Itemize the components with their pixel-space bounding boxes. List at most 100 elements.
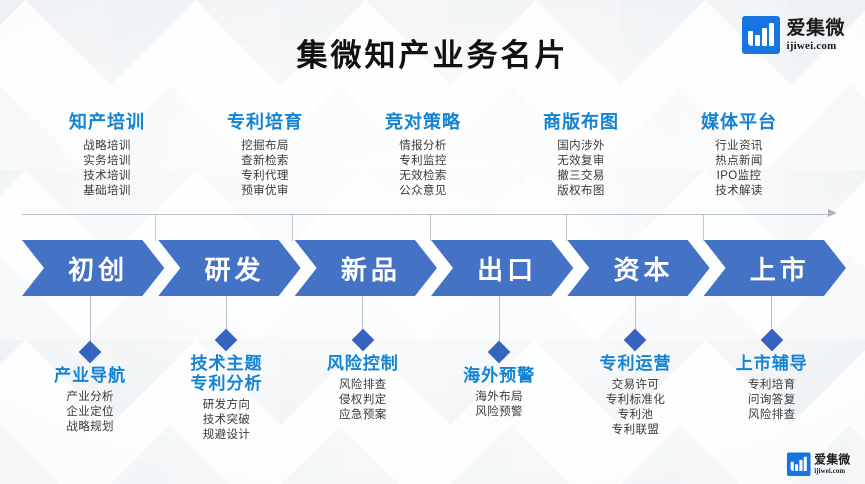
- timeline-tick-5: [703, 215, 704, 241]
- bottom-cluster-item: 海外布局: [475, 391, 523, 403]
- bottom-cluster-title: 风险控制: [326, 354, 399, 373]
- timeline-tick-4: [566, 215, 567, 241]
- top-cluster-item: 战略培训: [83, 140, 131, 152]
- stage-label: 上市: [749, 254, 810, 285]
- bottom-cluster-item: 研发方向: [202, 399, 251, 411]
- stage-chevron-2[interactable]: 研发: [158, 240, 300, 296]
- ijiwei-bar-logo-icon: [787, 452, 812, 476]
- top-cluster-item: 无效检索: [399, 170, 447, 182]
- bottom-cluster-item: 专利培育: [748, 379, 796, 391]
- stage-chevron-6[interactable]: 上市: [704, 240, 846, 296]
- diamond-marker-icon: [351, 328, 375, 352]
- top-cluster-item: IPO监控: [716, 170, 762, 182]
- top-cluster-title: 知产培训: [69, 112, 145, 132]
- bottom-cluster-item: 专利池: [617, 409, 654, 421]
- stage-chevron-1[interactable]: 初创: [22, 240, 164, 296]
- brand-logo-top: 爱集微 ijiwei.com: [742, 16, 845, 54]
- stage-chevron-band: 初创 研发 新品出口 资本 上市: [22, 240, 840, 296]
- bottom-cluster-item: 产业分析: [66, 391, 114, 403]
- top-cluster-item: 热点新闻: [715, 155, 763, 167]
- top-cluster-title: 专利培育: [227, 112, 303, 132]
- stage-label: 研发: [204, 254, 265, 285]
- timeline-axis: [22, 214, 832, 215]
- bottom-cluster-title: 海外预警: [463, 366, 536, 385]
- top-cluster-item: 国内涉外: [557, 140, 605, 152]
- bottom-cluster-item: 规避设计: [202, 429, 251, 441]
- bottom-cluster-2: 技术主题专利分析研发方向技术突破规避设计: [158, 296, 294, 484]
- top-cluster-1: 知产培训战略培训实务培训技术培训基础培训: [28, 108, 186, 199]
- stage-label: 新品: [340, 254, 401, 285]
- bottom-cluster-item: 风险预警: [475, 406, 523, 418]
- connector-line: [225, 296, 227, 330]
- connector-line: [362, 296, 364, 330]
- top-cluster-item: 基础培训: [83, 185, 131, 197]
- top-cluster-title: 媒体平台: [701, 112, 777, 132]
- top-cluster-item: 挖掘布局: [241, 140, 289, 152]
- top-cluster-item: 公众意见: [399, 185, 447, 197]
- bottom-cluster-item: 风险排查: [748, 409, 796, 421]
- diamond-marker-icon: [215, 328, 238, 352]
- connector-line: [634, 296, 636, 330]
- bottom-cluster-item: 专利联盟: [611, 424, 660, 436]
- stage-chevron-4[interactable]: 出口: [431, 240, 573, 296]
- diamond-marker-icon: [624, 328, 647, 352]
- diamond-marker-icon: [760, 328, 784, 352]
- bottom-cluster-item: 企业定位: [66, 406, 114, 418]
- stage-chevron-3[interactable]: 新品: [295, 240, 437, 296]
- timeline-arrow-icon: [828, 209, 837, 217]
- bottom-cluster-5: 专利运营交易许可专利标准化专利池专利联盟: [567, 296, 703, 484]
- stage-label: 初创: [68, 254, 129, 285]
- top-cluster-item: 技术解读: [715, 185, 763, 197]
- brand-domain: ijiwei.com: [814, 467, 846, 475]
- bottom-cluster-item: 技术突破: [202, 414, 251, 426]
- timeline-tick-1: [155, 215, 156, 241]
- bottom-cluster-title: 技术主题专利分析: [190, 354, 263, 393]
- bottom-cluster-title: 上市辅导: [735, 354, 808, 373]
- page-title: 集微知产业务名片: [296, 38, 569, 73]
- brand-logo-bottom: 爱集微 ijiwei.com: [787, 452, 851, 476]
- connector-line: [771, 296, 773, 330]
- diamond-marker-icon: [487, 340, 511, 364]
- top-cluster-item: 情报分析: [399, 140, 447, 152]
- top-cluster-title: 商版布图: [543, 112, 619, 132]
- top-cluster-item: 技术培训: [83, 170, 131, 182]
- top-cluster-item: 行业资讯: [715, 140, 763, 152]
- timeline-tick-3: [430, 215, 431, 241]
- top-cluster-item: 无效复审: [557, 155, 605, 167]
- stage-label: 资本: [613, 254, 674, 285]
- ijiwei-bar-logo-icon: [742, 16, 781, 54]
- bottom-cluster-1: 产业导航产业分析企业定位战略规划: [22, 296, 158, 484]
- bottom-service-clusters: 产业导航产业分析企业定位战略规划技术主题专利分析研发方向技术突破规避设计风险控制…: [22, 296, 840, 484]
- bottom-cluster-item: 风险排查: [339, 379, 387, 391]
- top-cluster-item: 实务培训: [83, 155, 131, 167]
- top-cluster-3: 竞对策略情报分析专利监控无效检索公众意见: [344, 108, 502, 199]
- brand-domain: ijiwei.com: [786, 39, 837, 52]
- stage-chevron-5[interactable]: 资本: [567, 240, 709, 296]
- top-cluster-4: 商版布图国内涉外无效复审撤三交易版权布图: [502, 108, 660, 199]
- brand-name-cn: 爱集微: [786, 17, 845, 39]
- top-service-clusters: 知产培训战略培训实务培训技术培训基础培训专利培育挖掘布局查新检索专利代理预审优审…: [28, 108, 818, 199]
- top-cluster-5: 媒体平台行业资讯热点新闻 IPO监控技术解读: [660, 108, 818, 199]
- bottom-cluster-title: 专利运营: [599, 354, 672, 373]
- bottom-cluster-item: 应急预案: [339, 409, 387, 421]
- bottom-cluster-3: 风险控制风险排查侵权判定应急预案: [295, 296, 431, 484]
- top-cluster-item: 专利代理: [241, 170, 289, 182]
- bottom-cluster-title: 产业导航: [54, 366, 127, 385]
- diamond-marker-icon: [78, 340, 102, 364]
- bottom-cluster-item: 侵权判定: [339, 394, 387, 406]
- timeline-tick-2: [292, 215, 293, 241]
- connector-line: [498, 296, 500, 342]
- bottom-cluster-item: 问询答复: [748, 394, 796, 406]
- bottom-cluster-4: 海外预警海外布局风险预警: [431, 296, 567, 484]
- top-cluster-item: 撤三交易: [557, 170, 605, 182]
- top-cluster-item: 专利监控: [399, 155, 447, 167]
- connector-line: [89, 296, 91, 342]
- top-cluster-item: 版权布图: [557, 185, 605, 197]
- brand-name-cn: 爱集微: [814, 453, 851, 467]
- top-cluster-item: 查新检索: [241, 155, 289, 167]
- bottom-cluster-item: 专利标准化: [605, 394, 666, 406]
- top-cluster-title: 竞对策略: [385, 112, 461, 132]
- top-cluster-2: 专利培育挖掘布局查新检索专利代理预审优审: [186, 108, 344, 199]
- top-cluster-item: 预审优审: [241, 185, 289, 197]
